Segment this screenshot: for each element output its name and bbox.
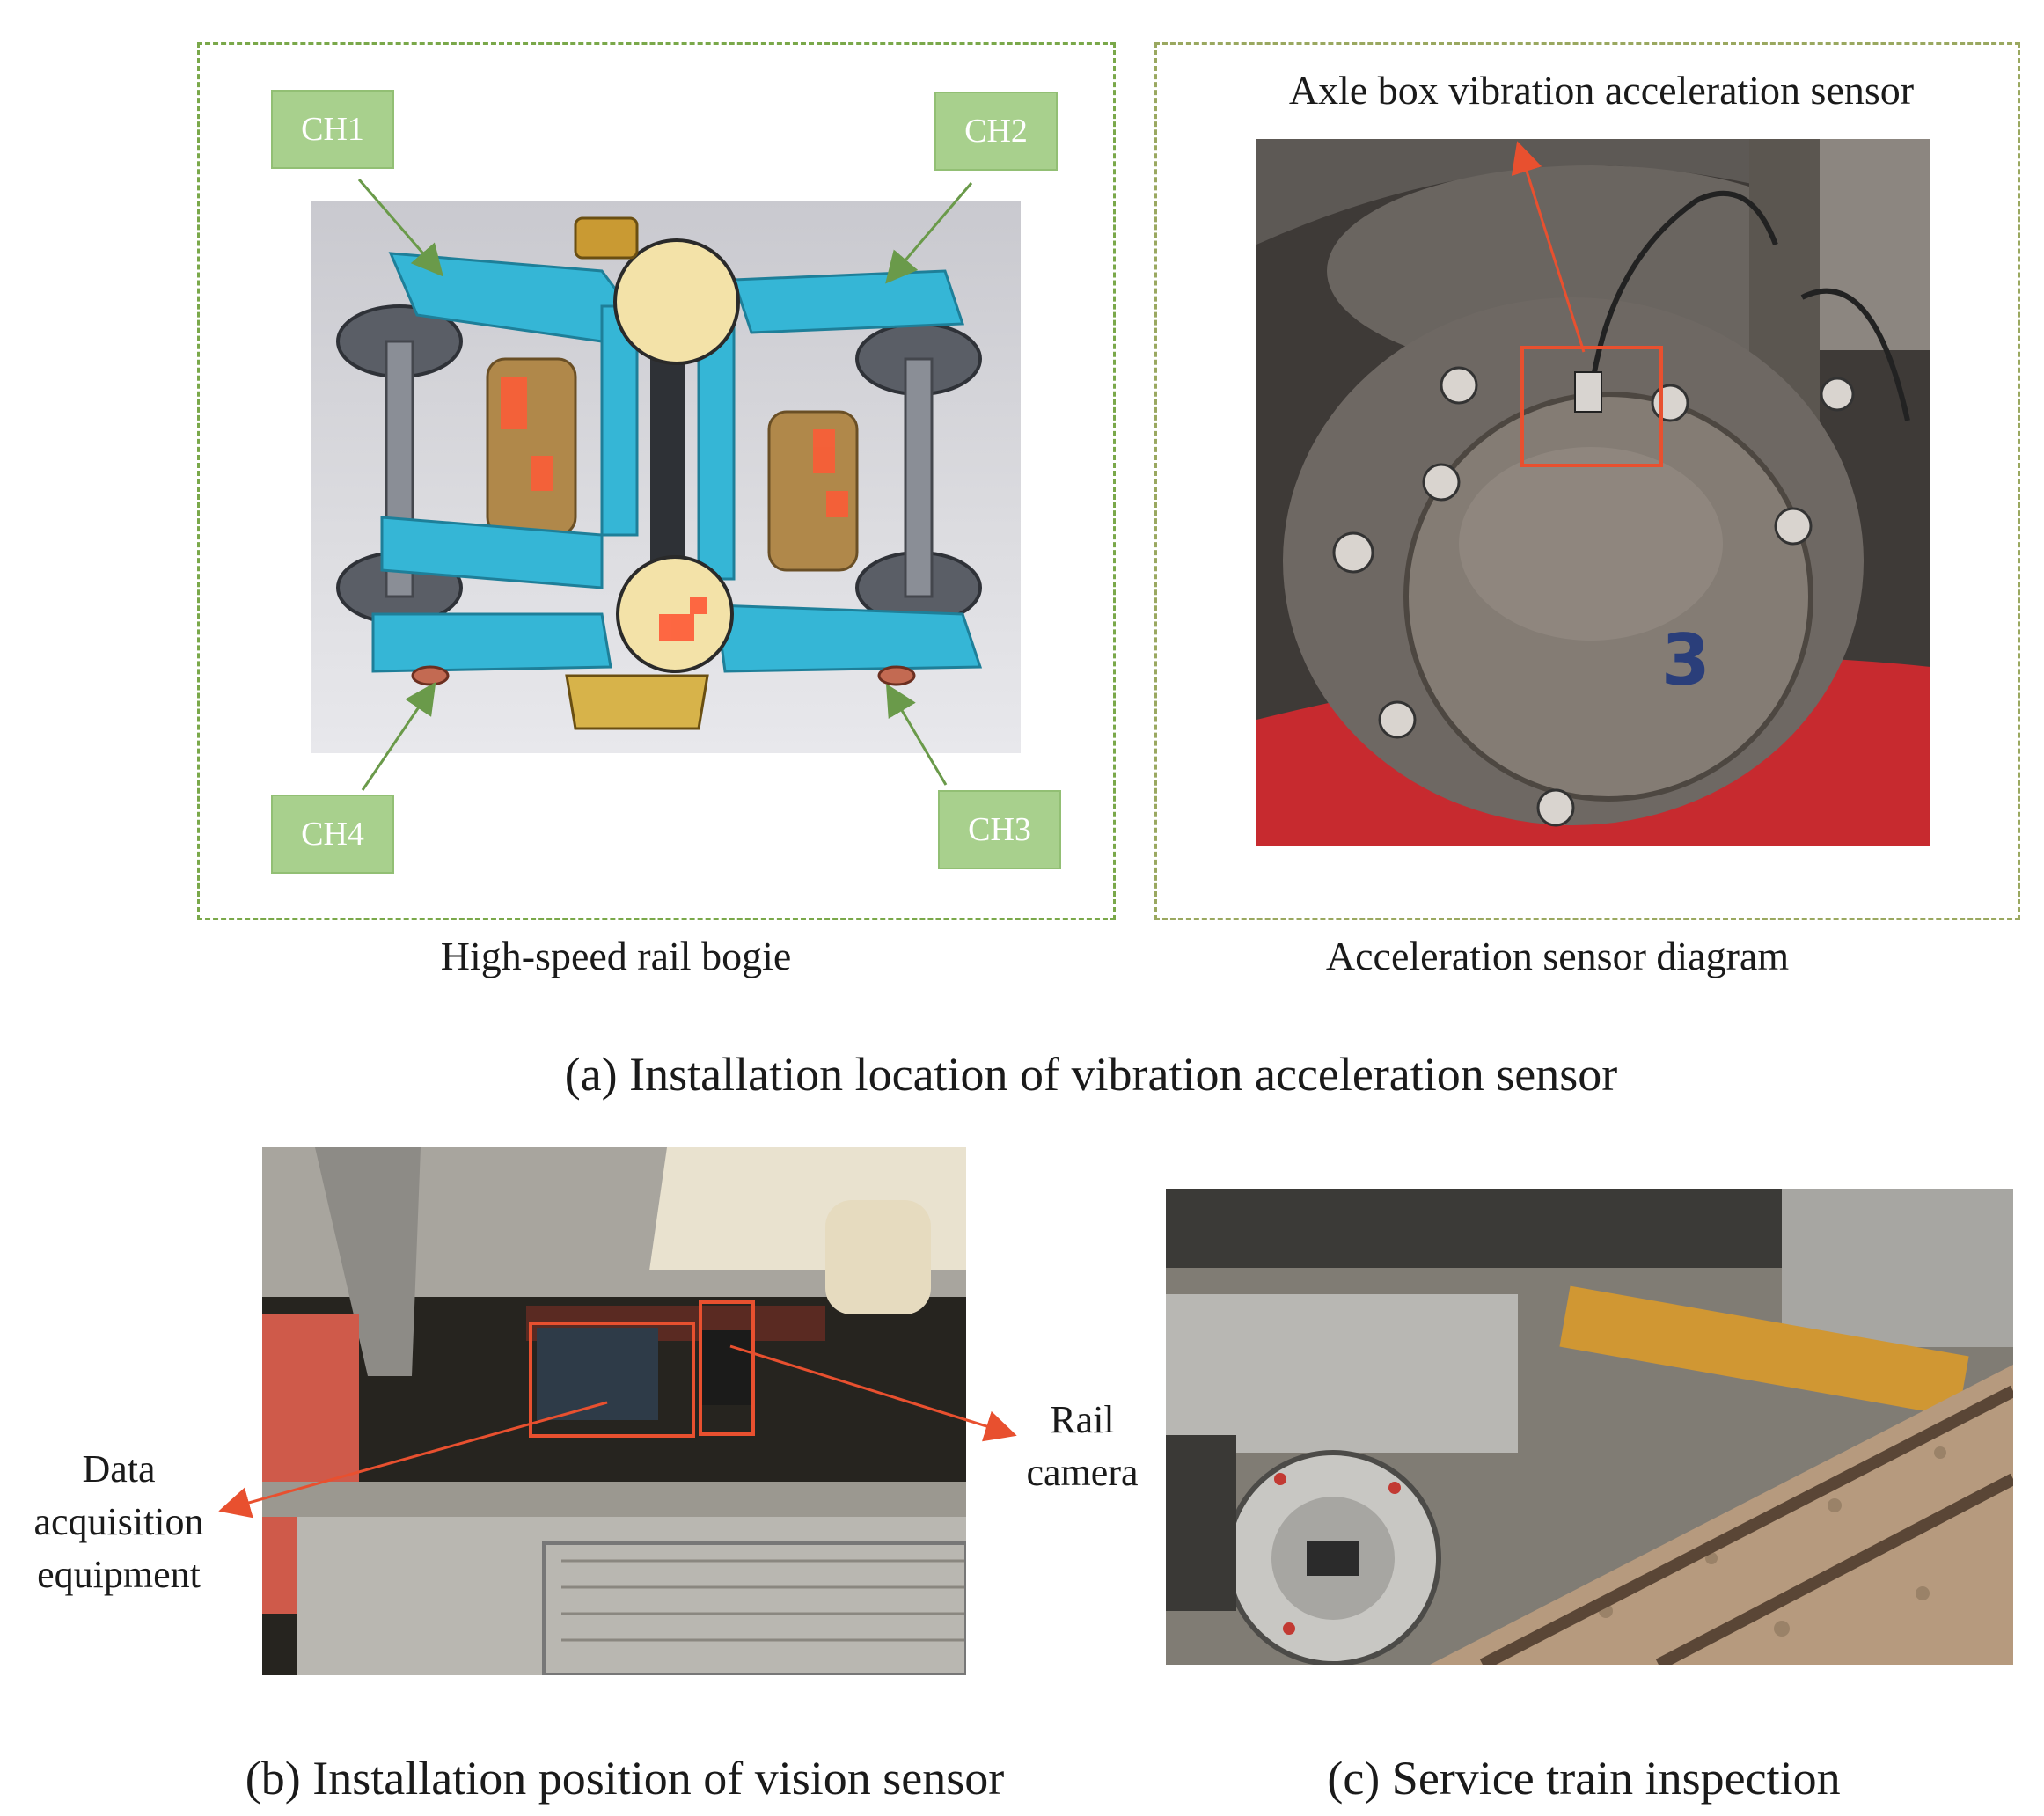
- channel-label-ch3: CH3: [938, 790, 1061, 869]
- underframe-photo: [262, 1147, 966, 1675]
- sensor-highlight-box: [1520, 346, 1663, 467]
- channel-label-ch1: CH1: [271, 90, 394, 169]
- panel-a-caption: (a) Installation location of vibration a…: [564, 1048, 1618, 1101]
- channel-label-ch2: CH2: [934, 92, 1058, 171]
- sensor-caption: Acceleration sensor diagram: [1325, 934, 1790, 978]
- svg-text:3: 3: [1661, 619, 1711, 701]
- bogie-caption: High-speed rail bogie: [440, 934, 792, 978]
- sensor-top-label: Axle box vibration acceleration sensor: [1288, 68, 1915, 113]
- daq-label: Data acquisition equipment: [33, 1447, 204, 1596]
- panel-c-caption: (c) Service train inspection: [1327, 1752, 1841, 1805]
- bogie-render: [311, 201, 1021, 753]
- camera-label: Rail camera: [1026, 1398, 1139, 1494]
- service-train-photo: [1166, 1189, 2013, 1665]
- axle-box-photo: 3: [1256, 139, 1930, 846]
- bogie-panel-frame: [197, 42, 1116, 920]
- panel-b-caption: (b) Installation position of vision sens…: [245, 1752, 1005, 1805]
- channel-label-ch4: CH4: [271, 794, 394, 874]
- sensor-panel-frame: [1154, 42, 2020, 920]
- daq-highlight-box: [529, 1322, 695, 1438]
